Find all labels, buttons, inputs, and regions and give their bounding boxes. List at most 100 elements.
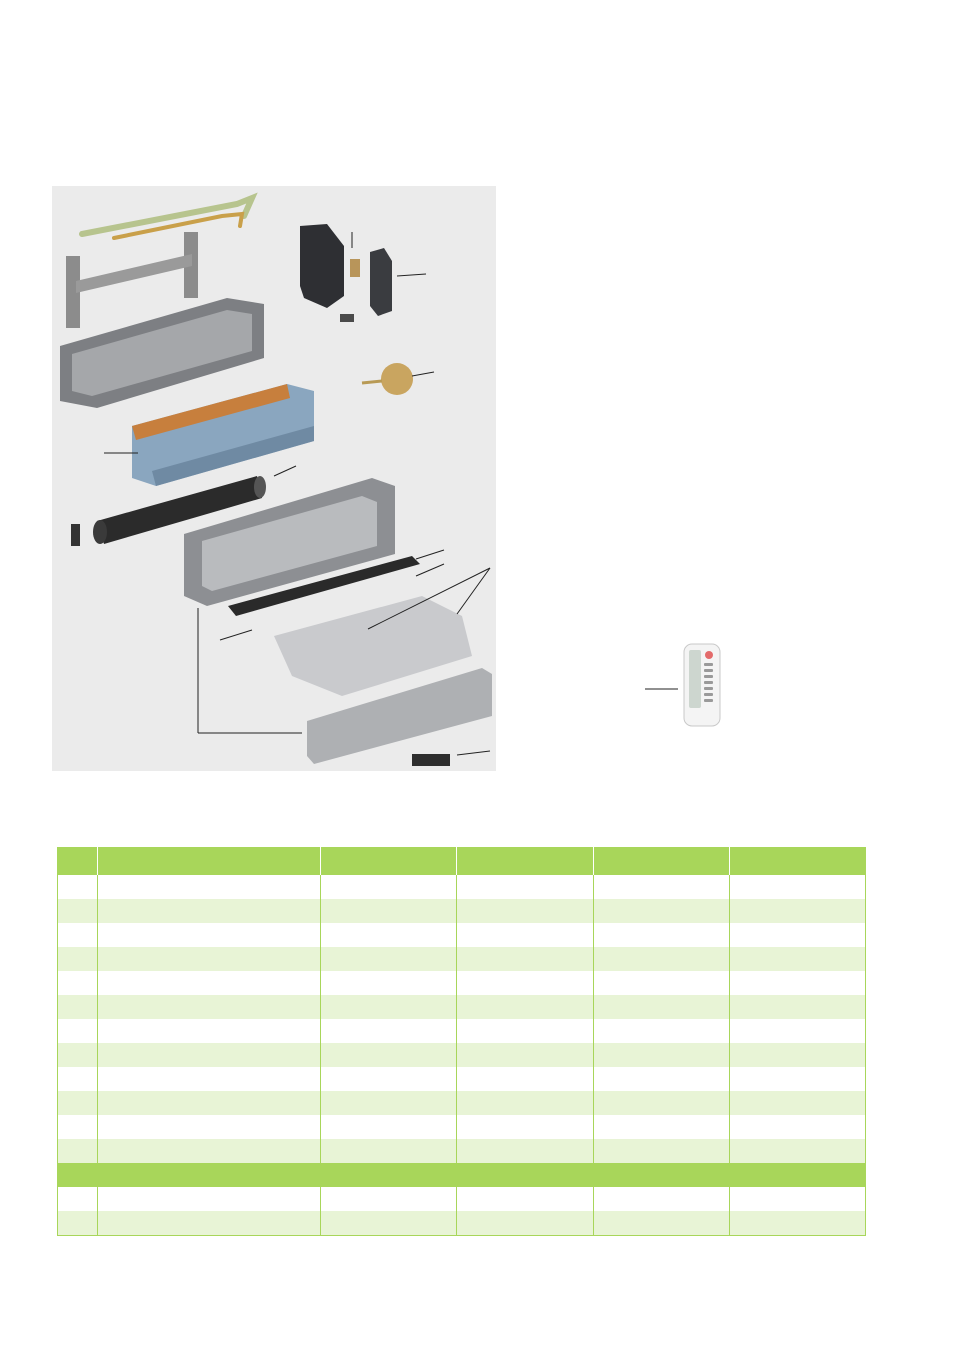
table-row: [57, 875, 866, 899]
table-cell: [57, 923, 98, 947]
exploded-diagram-panel: [52, 186, 496, 771]
table-cell: [97, 971, 321, 995]
table-cell: [593, 899, 730, 923]
table-cell: [57, 1091, 98, 1115]
table-section-row: [57, 1163, 866, 1187]
table-row: [57, 923, 866, 947]
table-cell: [97, 1139, 321, 1163]
table-cell: [57, 1115, 98, 1139]
front-frame-icon: [184, 478, 395, 606]
table-cell: [593, 971, 730, 995]
table-cell: [456, 1043, 594, 1067]
table-row: [57, 1211, 866, 1236]
table-cell: [320, 1211, 457, 1236]
cross-flow-fan-icon: [93, 476, 266, 544]
table-header-row: [57, 847, 866, 875]
table-cell: [593, 1019, 730, 1043]
table-cell: [456, 899, 594, 923]
table-cell: [97, 899, 321, 923]
table-cell: [97, 995, 321, 1019]
table-cell: [729, 1187, 866, 1211]
table-cell: [593, 995, 730, 1019]
table-cell: [97, 1091, 321, 1115]
table-cell: [593, 1115, 730, 1139]
remote-control-area: [640, 640, 730, 730]
table-cell: [320, 1091, 457, 1115]
section-cell: [57, 1163, 866, 1187]
table-cell: [593, 947, 730, 971]
chassis-icon: [60, 298, 264, 408]
table-cell: [320, 1139, 457, 1163]
table-cell: [320, 1067, 457, 1091]
table-cell: [593, 1187, 730, 1211]
table-row: [57, 1067, 866, 1091]
front-panel-icon: [307, 668, 492, 764]
table-cell: [57, 971, 98, 995]
table-row: [57, 899, 866, 923]
table-cell: [593, 1091, 730, 1115]
display-board-icon: [412, 754, 450, 766]
exploded-diagram: [60, 192, 492, 766]
table-cell: [320, 1019, 457, 1043]
table-cell: [97, 947, 321, 971]
header-cell: [593, 847, 730, 875]
table-row: [57, 947, 866, 971]
table-cell: [97, 1019, 321, 1043]
table-row: [57, 1091, 866, 1115]
table-row: [57, 1115, 866, 1139]
table-cell: [57, 995, 98, 1019]
table-cell: [456, 923, 594, 947]
table-row: [57, 1187, 866, 1211]
table-cell: [456, 1115, 594, 1139]
table-cell: [320, 923, 457, 947]
connector-icon: [350, 259, 360, 277]
table-cell: [729, 899, 866, 923]
header-cell: [320, 847, 457, 875]
table-cell: [320, 1043, 457, 1067]
table-row: [57, 995, 866, 1019]
table-cell: [456, 1091, 594, 1115]
table-cell: [97, 1067, 321, 1091]
table-cell: [729, 1067, 866, 1091]
pipe-assembly-icon: [79, 192, 258, 240]
table-cell: [57, 1043, 98, 1067]
table-cell: [729, 1139, 866, 1163]
table-row: [57, 1019, 866, 1043]
table-cell: [57, 875, 98, 899]
callout-lines: [104, 232, 491, 756]
table-cell: [57, 1067, 98, 1091]
table-cell: [57, 1019, 98, 1043]
header-cell: [729, 847, 866, 875]
table-cell: [593, 1067, 730, 1091]
table-cell: [57, 1211, 98, 1236]
table-cell: [729, 1043, 866, 1067]
mounting-plate-icon: [66, 232, 198, 328]
table-cell: [729, 971, 866, 995]
table-cell: [320, 995, 457, 1019]
table-cell: [57, 899, 98, 923]
fan-motor-icon: [361, 363, 413, 395]
table-cell: [456, 1019, 594, 1043]
table-cell: [320, 1187, 457, 1211]
table-cell: [729, 947, 866, 971]
table-cell: [97, 1211, 321, 1236]
table-cell: [320, 971, 457, 995]
table-cell: [320, 899, 457, 923]
table-cell: [729, 923, 866, 947]
remote-control-icon: [645, 643, 721, 727]
air-filter-icon: [274, 596, 472, 696]
table-row: [57, 1043, 866, 1067]
control-board-icon: [370, 248, 392, 316]
header-cell: [57, 847, 98, 875]
table-cell: [729, 995, 866, 1019]
table-cell: [97, 923, 321, 947]
table-cell: [456, 1211, 594, 1236]
header-cell: [97, 847, 321, 875]
table-cell: [57, 1187, 98, 1211]
table-cell: [593, 1211, 730, 1236]
table-cell: [729, 1211, 866, 1236]
table-cell: [456, 1139, 594, 1163]
table-row: [57, 1139, 866, 1163]
fan-bearing-icon: [71, 524, 80, 546]
header-cell: [456, 847, 594, 875]
